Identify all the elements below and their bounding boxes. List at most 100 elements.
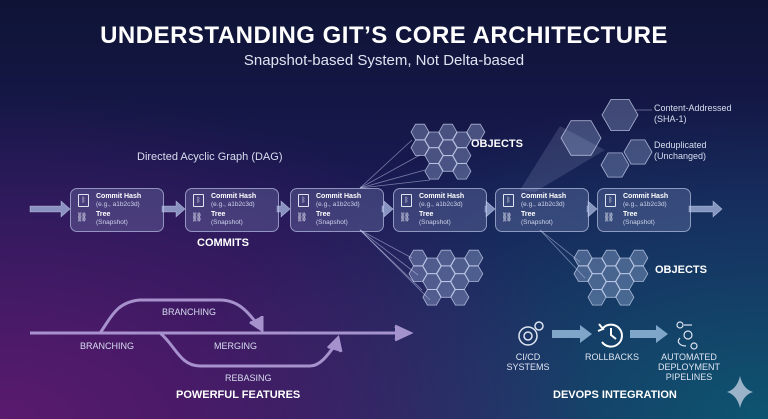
- tree-icon: ⛓: [603, 212, 614, 222]
- callout-content-addressed: Content-Addressed (SHA-1): [654, 103, 732, 125]
- object-hexagon: [573, 265, 593, 282]
- connector-lines: [359, 109, 652, 301]
- commit-arrow: [688, 200, 723, 218]
- connector-line: [539, 229, 586, 279]
- document-icon: ᛒ: [605, 194, 616, 207]
- commit-arrow: [161, 200, 186, 218]
- tree-sub: (Snapshot): [96, 219, 128, 226]
- document-icon: ᛒ: [401, 194, 412, 207]
- tree-sub: (Snapshot): [521, 219, 553, 226]
- commit-hash-label: Commit Hash: [211, 193, 257, 200]
- branching-path: [98, 298, 260, 334]
- commit-node: ᛒ ⛓ Commit Hash (e.g., a1b2c3d) Tree (Sn…: [70, 188, 164, 232]
- commit-arrow: [29, 200, 71, 218]
- merging-label: MERGING: [214, 341, 258, 351]
- cicd-line: SYSTEMS: [506, 362, 550, 372]
- auto-line: PIPELINES: [665, 372, 713, 382]
- commit-arrow: [276, 200, 291, 218]
- commit-hash-example: (e.g., a1b2c3d): [521, 201, 565, 208]
- object-hexagon: [615, 289, 635, 306]
- object-hexagon: [629, 249, 649, 267]
- devops-arrows: [552, 325, 668, 343]
- deduplicated-hexagon: [623, 139, 653, 165]
- connector-line: [359, 229, 419, 276]
- tree-label: Tree: [521, 211, 536, 218]
- devops-arrow-1: [552, 325, 592, 343]
- content-addressed-hexagon: [601, 99, 639, 132]
- connector-line: [359, 179, 431, 189]
- object-hexagon: [422, 289, 442, 306]
- callout-text: (SHA-1): [654, 114, 687, 124]
- tree-icon: ⛓: [501, 212, 512, 222]
- object-hexagon: [452, 147, 472, 164]
- cicd-line: CI/CD: [515, 352, 541, 362]
- page-subtitle: Snapshot-based System, Not Delta-based: [243, 52, 525, 69]
- commits-label: COMMITS: [197, 237, 249, 249]
- commit-hash-label: Commit Hash: [419, 193, 465, 200]
- commit-node: ᛒ ⛓ Commit Hash (e.g., a1b2c3d) Tree (Sn…: [597, 188, 691, 232]
- sparkle-icon: [727, 376, 753, 408]
- object-hexagon: [436, 281, 456, 298]
- rebasing-arrowhead: [326, 334, 343, 353]
- commit-hash-example: (e.g., a1b2c3d): [623, 201, 667, 208]
- callout-deduplicated: Deduplicated (Unchanged): [654, 140, 707, 162]
- commit-hash-example: (e.g., a1b2c3d): [316, 201, 360, 208]
- object-hexagon: [452, 163, 472, 180]
- objects-top-label: OBJECTS: [471, 138, 523, 150]
- tree-icon: ⛓: [76, 212, 87, 222]
- automated-pipelines-label: AUTOMATED DEPLOYMENT PIPELINES: [654, 352, 724, 382]
- feature-paths: [30, 298, 414, 368]
- object-hexagons: [408, 99, 653, 306]
- object-hexagon: [464, 249, 484, 267]
- tree-label: Tree: [211, 211, 226, 218]
- commit-hash-example: (e.g., a1b2c3d): [211, 201, 255, 208]
- commit-hash-label: Commit Hash: [96, 193, 142, 200]
- content-hexagon-large: [560, 120, 602, 156]
- dag-label: Directed Acyclic Graph (DAG): [137, 151, 283, 163]
- commit-hash-example: (e.g., a1b2c3d): [419, 201, 463, 208]
- tree-label: Tree: [96, 211, 111, 218]
- auto-line: AUTOMATED: [661, 352, 717, 362]
- object-hexagon: [464, 265, 484, 282]
- rollbacks-label: ROLLBACKS: [584, 352, 640, 362]
- main-branch-arrowhead: [394, 324, 414, 342]
- object-hexagon: [466, 123, 486, 141]
- tree-sub: (Snapshot): [623, 219, 655, 226]
- object-hexagon: [629, 265, 649, 282]
- object-hexagon: [450, 289, 470, 306]
- tree-icon: ⛓: [191, 212, 202, 222]
- gear-icon: [518, 321, 544, 346]
- commit-node: ᛒ ⛓ Commit Hash (e.g., a1b2c3d) Tree (Sn…: [185, 188, 279, 232]
- tree-icon: ⛓: [296, 212, 307, 222]
- objects-bottom-label: OBJECTS: [655, 264, 707, 276]
- commit-arrow: [381, 200, 394, 218]
- commit-node: ᛒ ⛓ Commit Hash (e.g., a1b2c3d) Tree (Sn…: [495, 188, 589, 232]
- deduplicated-hexagon: [600, 152, 630, 178]
- tree-sub: (Snapshot): [211, 219, 243, 226]
- object-hexagon: [601, 281, 621, 298]
- commit-hash-label: Commit Hash: [316, 193, 362, 200]
- commit-node: ᛒ ⛓ Commit Hash (e.g., a1b2c3d) Tree (Sn…: [393, 188, 487, 232]
- tree-icon: ⛓: [399, 212, 410, 222]
- pipeline-icon: [676, 321, 698, 350]
- tree-label: Tree: [419, 211, 434, 218]
- document-icon: ᛒ: [78, 194, 89, 207]
- devops-arrow-2: [630, 325, 668, 343]
- callout-text: Content-Addressed: [654, 103, 732, 113]
- commit-hash-label: Commit Hash: [623, 193, 669, 200]
- zoom-beam: [520, 126, 605, 192]
- object-hexagon: [438, 155, 458, 172]
- document-icon: ᛒ: [193, 194, 204, 207]
- commit-arrows: [29, 200, 723, 218]
- document-icon: ᛒ: [298, 194, 309, 207]
- clock-rewind-icon: [597, 323, 623, 348]
- commit-hash-label: Commit Hash: [521, 193, 567, 200]
- connector-line: [359, 154, 421, 189]
- tree-label: Tree: [316, 211, 331, 218]
- connector-line: [359, 169, 426, 189]
- commit-hash-example: (e.g., a1b2c3d): [96, 201, 140, 208]
- commit-node: ᛒ ⛓ Commit Hash (e.g., a1b2c3d) Tree (Sn…: [290, 188, 384, 232]
- connector-line: [359, 139, 413, 189]
- document-icon: ᛒ: [503, 194, 514, 207]
